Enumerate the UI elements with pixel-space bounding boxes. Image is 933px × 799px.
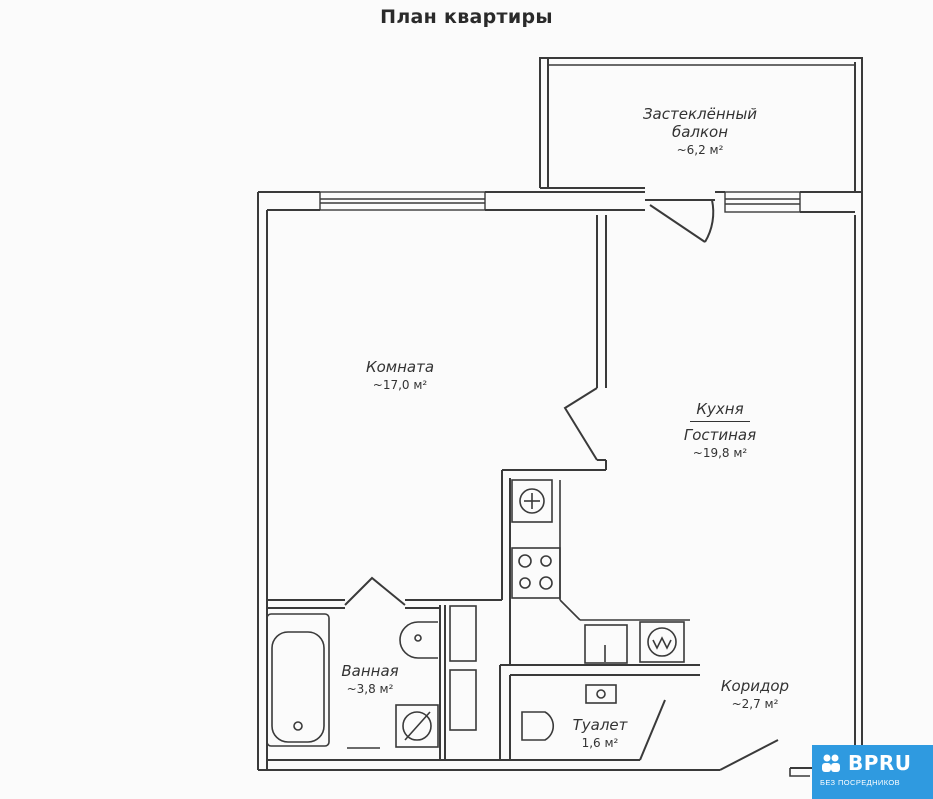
bathroom-label: Ванная ~3,8 м² [330,662,410,698]
corridor-area: ~2,7 м² [731,697,779,711]
kitchen-name-top: Кухня [696,400,744,418]
bath-sink [399,621,438,659]
bpru-brand: BPRU [848,751,912,775]
kitchen-fridge [511,479,553,523]
bpru-tagline: БЕЗ ПОСРЕДНИКОВ [820,778,901,787]
room-label: Комната ~17,0 м² [340,358,460,394]
corridor-name: Коридор [720,677,790,695]
bpru-logo-row: BPRU [820,751,925,775]
kitchen-counter [559,480,690,664]
balcony-label: Застеклённый балкон ~6,2 м² [620,105,780,159]
bathroom-name: Ванная [341,662,399,680]
kitchen-stove [511,547,561,599]
toilet-fixtures [521,684,617,741]
washing-machine [395,704,439,748]
kitchen-divider [690,421,750,422]
outer-walls [257,191,863,775]
people-icon [822,754,840,772]
kitchen-name-bottom: Гостиная [683,426,757,444]
balcony-door [645,199,715,243]
toilet-area: 1,6 м² [581,736,619,750]
toilet-label: Туалет 1,6 м² [560,716,640,752]
plan-title: План квартиры [380,6,553,28]
room-name: Комната [365,358,435,376]
balcony-area: ~6,2 м² [676,143,724,157]
windows [319,64,855,213]
room-area: ~17,0 м² [372,378,428,392]
entrance [789,768,810,777]
toilet-walls [499,664,779,771]
balcony-name-line2: балкон [671,123,729,141]
bpru-watermark: BPRU БЕЗ ПОСРЕДНИКОВ [812,745,933,799]
bathroom-walls [267,576,502,760]
kitchen-area: ~19,8 м² [692,446,748,460]
corridor-label: Коридор ~2,7 м² [705,677,805,713]
closet [347,605,477,749]
balcony-name-line1: Застеклённый [642,105,758,123]
bathtub [266,613,330,747]
kitchen-label: Кухня Гостиная ~19,8 м² [655,400,785,462]
partition-wall [501,215,607,665]
bathroom-area: ~3,8 м² [346,682,394,696]
toilet-name: Туалет [572,716,628,734]
balcony-walls [539,57,863,192]
